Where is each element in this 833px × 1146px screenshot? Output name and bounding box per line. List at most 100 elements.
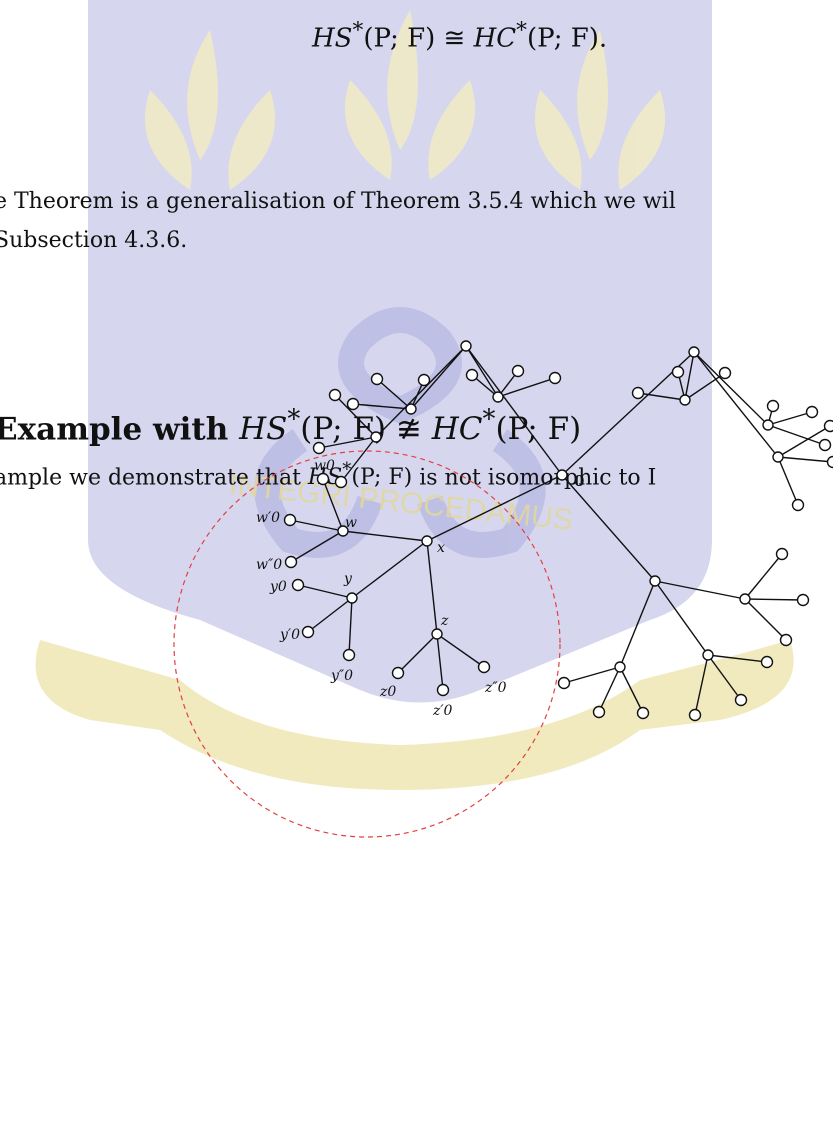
tree-edge [297,584,353,599]
tree-edge [289,519,344,532]
crest-trees [145,10,665,190]
tree-node-l-c1-1 [775,547,789,561]
tree-node-y0pp [342,648,356,662]
tree-edge [426,540,438,635]
node-label-x: x [437,540,445,556]
tree-edge [436,633,444,691]
tree-node-root [556,469,568,481]
tree-node-y [346,592,358,604]
node-label-z0: z0 [379,684,396,700]
tree-node-z [431,628,443,640]
tree-edge [322,478,344,532]
tree-edge [684,372,726,401]
tree-node-b3 [772,451,784,463]
node-label-y: y [343,571,353,587]
tree-edge [744,598,804,601]
tree-edge [707,654,742,701]
tree-edge [694,654,709,716]
tree-edge [351,540,428,599]
tree-edge [376,378,412,410]
tree-node-l-a2-2 [511,364,525,378]
tree-edge [342,530,428,542]
tree-edge [654,580,709,656]
tree-edge [426,474,563,542]
tree-node-a3 [370,431,382,443]
tree-node-c1 [739,593,751,605]
tree-edge [767,411,813,426]
tree-node-a1 [405,403,417,415]
section-heading: Example with HS*(P; F) ≇ HC*(P; F) [0,405,582,448]
crest-knot [254,307,546,558]
tree-node-l-a1-3 [417,373,431,387]
tree-edge [290,530,344,563]
tree-edge [436,633,485,668]
node-label-y0p: y′0 [279,627,300,643]
tree-edge [637,392,686,401]
tree-node-B [688,346,700,358]
intro-sentence: ample we demonstrate that HS*(P; F) is n… [0,460,657,491]
tree-node-w0p [283,513,297,527]
tree-edge [598,666,621,713]
crest-scroll [35,640,794,790]
node-label-z0pp: z″0 [484,680,507,696]
tree-node-b2 [762,419,774,431]
node-label-w: w [345,515,357,531]
display-equation: HS*(P; F) ≅ HC*(P; F). [312,18,608,54]
tree-node-l-b1-1 [631,386,645,400]
tree-node-C [649,575,661,587]
tree-edge [352,403,412,410]
tree-node-z0pp [477,660,491,674]
tree-node-w0 [316,472,330,486]
tree-node-l-c2-3 [636,706,650,720]
tree-edge [318,436,377,449]
tree-edge [348,597,353,656]
node-label-z0p: z′0 [432,703,453,719]
tree-edge [777,425,831,458]
node-label-root: 0 [574,472,584,490]
tree-edge [375,345,467,438]
tree-node-l-c2-1 [557,676,571,690]
tree-edge [561,474,656,582]
tree-node-c2 [614,661,626,673]
tree-node-l-a1-1 [346,397,360,411]
tree-node-l-c3-3 [688,708,702,722]
node-label-z: z [440,613,449,629]
paragraph-line-2: Subsection 4.3.6. [0,228,188,253]
tree-node-l-a2-1 [465,368,479,382]
tree-node-w0pp [284,555,298,569]
node-label-y0pp: y″0 [330,668,353,684]
tree-node-l-b3-2 [826,455,833,469]
tree-edge [777,456,833,463]
tree-node-a2 [492,391,504,403]
tree-edge [744,553,783,600]
tree-edge [693,351,779,458]
tree-node-l-b2-3 [818,438,832,452]
tree-edge [465,345,499,398]
tree-node-A [460,340,472,352]
tree-edge [397,633,438,674]
tree-edge [563,666,621,684]
node-label-y0: y0 [269,579,287,595]
tree-node-l-a1-2 [370,372,384,386]
tree-node-l-b3-3 [791,498,805,512]
tree-edge [497,377,556,398]
tree-edge [410,345,467,410]
node-label-w0: w0 [314,458,335,474]
university-crest-watermark: INTEGRI PROCEDAMUS [35,0,794,790]
tree-node-c3 [702,649,714,661]
tree-node-l-b2-1 [766,399,780,413]
highlight-circle [173,450,561,838]
tree-node-l-c1-3 [779,633,793,647]
tree-edge [340,436,377,483]
tree-edge [693,351,769,426]
tree-node-z0p [436,683,450,697]
tree-edge [619,580,656,668]
node-label-w0pp: w″0 [256,557,282,573]
tree-node-l-a3-3 [334,475,348,489]
tree-edge [707,654,768,663]
body-paragraph: e Theorem is a generalisation of Theorem… [0,182,676,260]
tree-node-l-b3-1 [823,419,833,433]
tree-node-l-c2-2 [592,705,606,719]
tree-node-x [421,535,433,547]
tree-node-l-c3-1 [760,655,774,669]
